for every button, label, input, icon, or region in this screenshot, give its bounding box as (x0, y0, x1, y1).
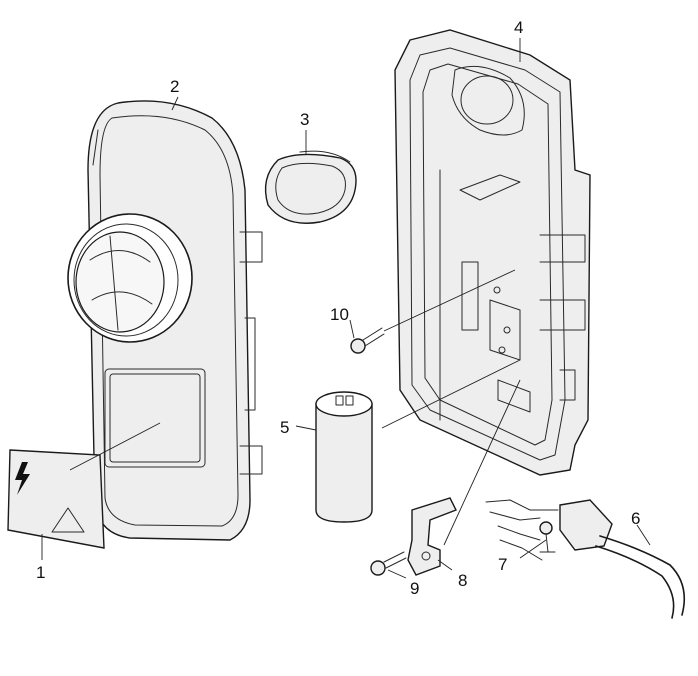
part-5-capacitor (315, 359, 521, 523)
callout-8: 8 (458, 571, 467, 590)
callout-5: 5 (280, 418, 289, 437)
part-6-cable-harness (485, 499, 686, 619)
leader-lines (41, 38, 651, 579)
callout-6: 6 (631, 509, 640, 528)
lightning-bolt-icon (15, 462, 30, 495)
part-3-gasket (264, 150, 357, 224)
part-9-screw (370, 551, 407, 576)
part-7-screw (539, 521, 556, 553)
callout-7: 7 (498, 555, 507, 574)
callout-1: 1 (36, 563, 45, 582)
part-10-screw (350, 269, 516, 354)
part-2-front-cover (67, 100, 263, 541)
part-4-rear-housing (394, 29, 591, 476)
warning-triangle-icon (51, 507, 85, 533)
callout-numbers: 2 3 4 5 1 6 7 8 9 10 (36, 18, 640, 598)
callout-4: 4 (514, 18, 523, 37)
part-8-bracket (407, 379, 521, 576)
callout-9: 9 (410, 579, 419, 598)
part-1-warning-label (7, 422, 161, 549)
callout-10: 10 (330, 305, 349, 324)
callout-2: 2 (170, 77, 179, 96)
callout-3: 3 (300, 110, 309, 129)
